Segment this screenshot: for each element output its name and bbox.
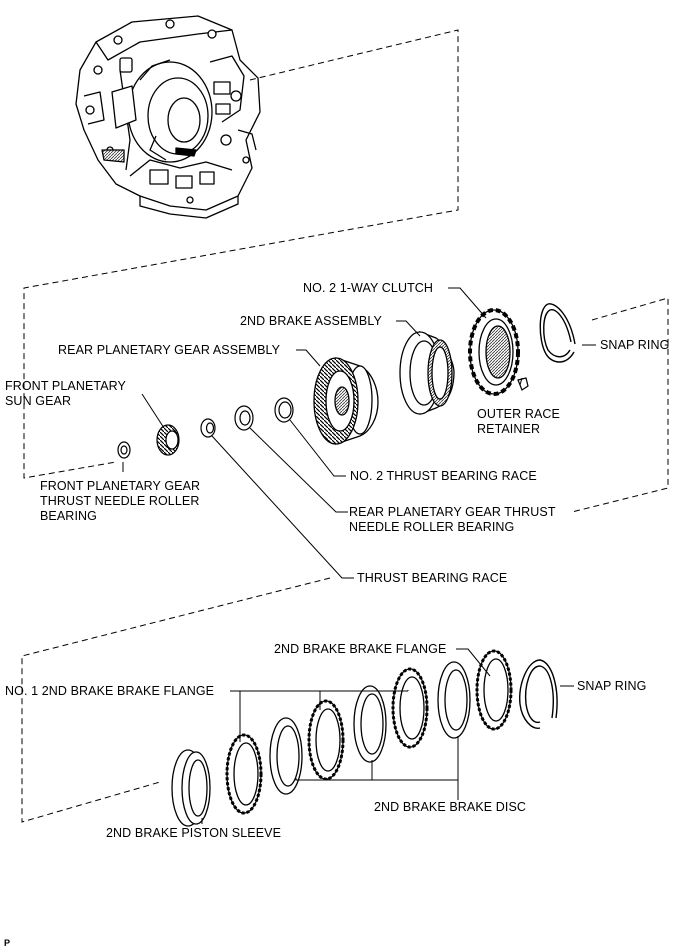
second-brake-brake-flange-part — [475, 649, 513, 731]
leader-lines — [122, 287, 596, 824]
brake-disc-1 — [269, 717, 303, 795]
label-rear-planetary-gear-thrust-needle-roller-bearing: REAR PLANETARY GEAR THRUST NEEDLE ROLLER… — [349, 505, 556, 534]
rear-planetary-gear-assembly-part — [313, 357, 379, 445]
brake-flange-2 — [307, 699, 345, 781]
brake-disc-3 — [437, 661, 471, 739]
label-second-brake-brake-disc: 2ND BRAKE BRAKE DISC — [374, 800, 527, 814]
label-second-brake-piston-sleeve: 2ND BRAKE PISTON SLEEVE — [106, 826, 282, 840]
brake-flange-3 — [391, 667, 429, 749]
corner-mark: P — [4, 938, 11, 948]
label-snap-ring-upper: SNAP RING — [600, 338, 670, 352]
transmission-case-illustration — [75, 15, 261, 219]
label-thrust-bearing-race: THRUST BEARING RACE — [357, 571, 508, 585]
no2-thrust-bearing-race-part — [274, 397, 294, 423]
label-no2-thrust-bearing-race: NO. 2 THRUST BEARING RACE — [350, 469, 537, 483]
brake-flange-1 — [225, 733, 263, 815]
second-brake-assembly-part — [399, 331, 455, 415]
label-front-planetary-sun-gear: FRONT PLANETARY SUN GEAR — [5, 379, 126, 408]
label-snap-ring-lower: SNAP RING — [577, 679, 647, 693]
no2-one-way-clutch-part — [468, 308, 520, 396]
label-no1-second-brake-brake-flange: NO. 1 2ND BRAKE BRAKE FLANGE — [5, 684, 215, 698]
snap-ring-lower-part — [519, 659, 558, 729]
outer-race-retainer-part — [517, 377, 529, 391]
label-second-brake-brake-flange: 2ND BRAKE BRAKE FLANGE — [274, 642, 447, 656]
front-planetary-gear-thrust-needle-roller-bearing-part — [117, 441, 131, 459]
label-front-planetary-gear-thrust-needle-roller-bearing: FRONT PLANETARY GEAR THRUST NEEDLE ROLLE… — [40, 479, 201, 523]
snap-ring-upper-part — [539, 303, 576, 363]
second-brake-piston-sleeve-part — [171, 749, 211, 827]
lower-group-frame — [21, 577, 331, 823]
front-planetary-sun-gear-part — [156, 424, 180, 456]
brake-plates — [225, 649, 513, 815]
brake-disc-2 — [353, 685, 387, 763]
label-no2-one-way-clutch: NO. 2 1-WAY CLUTCH — [303, 281, 434, 295]
label-outer-race-retainer: OUTER RACE RETAINER — [477, 407, 560, 436]
label-second-brake-assembly: 2ND BRAKE ASSEMBLY — [240, 314, 382, 328]
rear-planetary-gear-thrust-needle-roller-bearing-part — [234, 405, 254, 431]
upper-group-frame — [23, 29, 669, 513]
label-rear-planetary-gear-assembly: REAR PLANETARY GEAR ASSEMBLY — [58, 343, 281, 357]
thrust-bearing-race-part — [200, 418, 216, 438]
